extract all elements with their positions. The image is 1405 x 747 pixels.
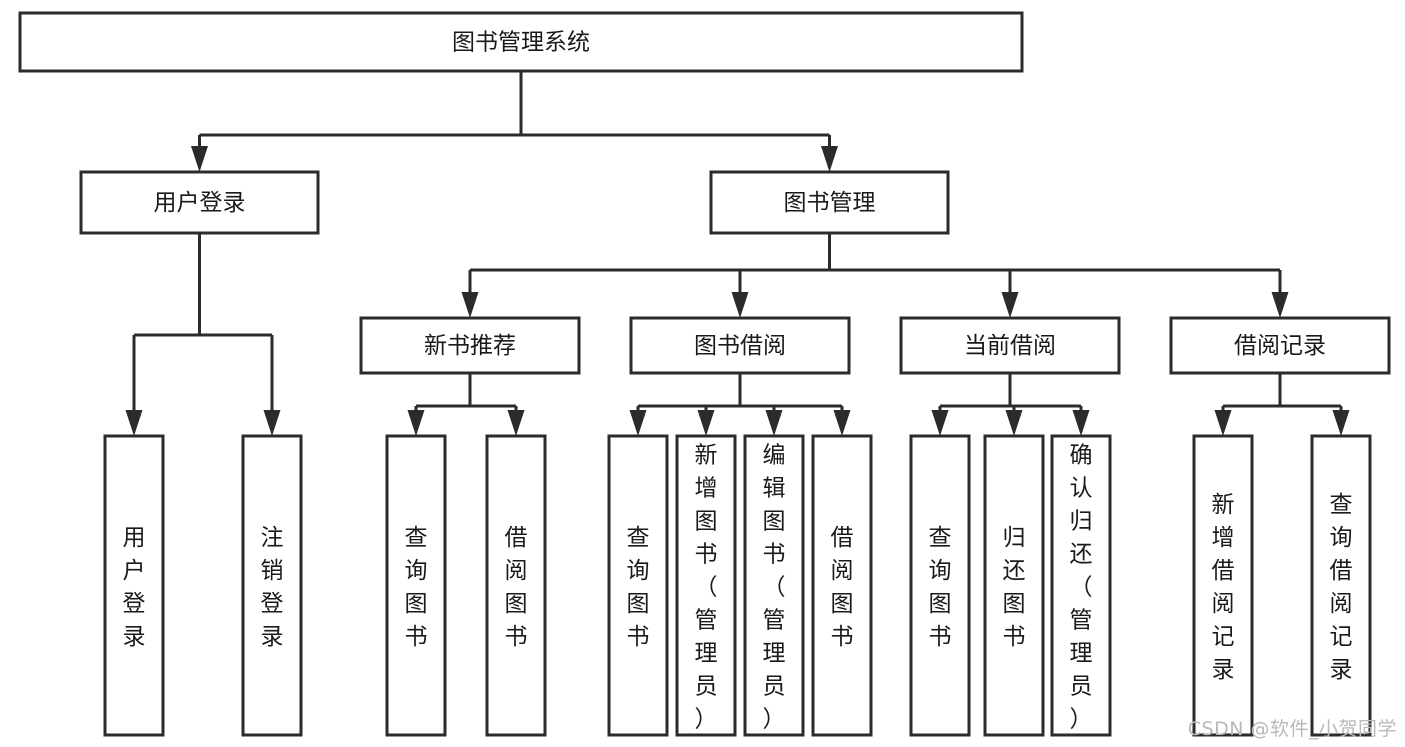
node-label-leaf-query-book-borrow: 查询图书 xyxy=(627,525,650,650)
node-label-leaf-user-logout: 注销登录 xyxy=(261,525,284,650)
connector-branch-book-borrow-0-arrowhead xyxy=(629,410,647,436)
node-box-leaf-query-borrow-record xyxy=(1310,434,1372,737)
node-label-leaf-borrow-book: 借阅图书 xyxy=(831,525,854,650)
node-box-leaf-user-login xyxy=(103,434,165,737)
node-leaf-query-book-borrow[interactable]: 查询图书 xyxy=(607,434,669,737)
node-label-root: 图书管理系统 xyxy=(452,30,590,56)
node-leaf-query-borrow-record[interactable]: 查询借阅记录 xyxy=(1310,434,1372,737)
connector-branch-book-manage-3-arrowhead xyxy=(1271,292,1289,318)
node-leaf-return-book[interactable]: 归还图书 xyxy=(983,434,1045,737)
node-label-new-book-recommend: 新书推荐 xyxy=(424,333,516,359)
node-label-book-manage: 图书管理 xyxy=(784,190,876,216)
node-box-leaf-borrow-book-rec xyxy=(485,434,547,737)
node-box-leaf-user-logout xyxy=(241,434,303,737)
node-new-book-recommend[interactable]: 新书推荐 xyxy=(359,316,581,375)
connector-branch-current-borrow-2-arrowhead xyxy=(1072,410,1090,436)
node-box-leaf-confirm-return-admin xyxy=(1050,434,1112,737)
node-current-borrow[interactable]: 当前借阅 xyxy=(899,316,1121,375)
node-leaf-borrow-book-rec[interactable]: 借阅图书 xyxy=(485,434,547,737)
node-label-leaf-borrow-book-rec: 借阅图书 xyxy=(505,525,528,650)
csdn-watermark: CSDN @软件_小贺同学 xyxy=(1187,718,1397,740)
node-label-book-borrow: 图书借阅 xyxy=(694,333,786,359)
connector-branch-current-borrow-1-arrowhead xyxy=(1005,410,1023,436)
connector-branch-new-book-recommend-0-arrowhead xyxy=(407,410,425,436)
connector-branch-book-borrow-1-arrowhead xyxy=(697,410,715,436)
node-label-leaf-query-book-current: 查询图书 xyxy=(929,525,952,650)
node-user-login[interactable]: 用户登录 xyxy=(79,170,320,235)
node-label-borrow-record: 借阅记录 xyxy=(1234,333,1326,359)
node-leaf-user-logout[interactable]: 注销登录 xyxy=(241,434,303,737)
node-box-leaf-query-book-rec xyxy=(385,434,447,737)
node-leaf-query-book-current[interactable]: 查询图书 xyxy=(909,434,971,737)
node-borrow-record[interactable]: 借阅记录 xyxy=(1169,316,1391,375)
node-box-new-book-recommend xyxy=(359,316,581,375)
connector-branch-user-login-0-arrowhead xyxy=(125,410,143,436)
node-box-user-login xyxy=(79,170,320,235)
node-box-borrow-record xyxy=(1169,316,1391,375)
node-book-borrow[interactable]: 图书借阅 xyxy=(629,316,851,375)
node-label-leaf-add-borrow-record: 新增借阅记录 xyxy=(1212,492,1235,683)
connector-branch-book-manage-1-arrowhead xyxy=(731,292,749,318)
node-leaf-add-borrow-record[interactable]: 新增借阅记录 xyxy=(1192,434,1254,737)
connector-branch-book-borrow-3-arrowhead xyxy=(833,410,851,436)
node-box-leaf-borrow-book xyxy=(811,434,873,737)
connector-branch-user-login-1-arrowhead xyxy=(263,410,281,436)
connector-branch-root-0-arrowhead xyxy=(191,146,208,172)
node-leaf-confirm-return-admin[interactable]: 确认归还（管理员） xyxy=(1050,434,1112,737)
node-box-leaf-return-book xyxy=(983,434,1045,737)
node-label-current-borrow: 当前借阅 xyxy=(964,333,1056,359)
node-box-leaf-query-book-current xyxy=(909,434,971,737)
node-label-leaf-query-book-rec: 查询图书 xyxy=(405,525,428,650)
node-leaf-edit-book-admin[interactable]: 编辑图书（管理员） xyxy=(743,434,805,737)
node-box-leaf-add-book-admin xyxy=(675,434,737,737)
connector-branch-root-1-arrowhead xyxy=(821,146,838,172)
node-root[interactable]: 图书管理系统 xyxy=(18,11,1024,73)
connectors-layer xyxy=(125,71,1350,436)
node-book-manage[interactable]: 图书管理 xyxy=(709,170,950,235)
node-box-leaf-edit-book-admin xyxy=(743,434,805,737)
connector-branch-book-manage-0-arrowhead xyxy=(461,292,479,318)
node-box-leaf-add-borrow-record xyxy=(1192,434,1254,737)
node-box-book-manage xyxy=(709,170,950,235)
node-label-leaf-add-book-admin: 新增图书（管理员） xyxy=(695,443,718,733)
node-label-leaf-query-borrow-record: 查询借阅记录 xyxy=(1330,492,1353,683)
node-leaf-user-login[interactable]: 用户登录 xyxy=(103,434,165,737)
node-box-leaf-query-book-borrow xyxy=(607,434,669,737)
node-leaf-query-book-rec[interactable]: 查询图书 xyxy=(385,434,447,737)
connector-branch-current-borrow-0-arrowhead xyxy=(931,410,949,436)
node-label-leaf-confirm-return-admin: 确认归还（管理员） xyxy=(1070,443,1093,733)
node-leaf-borrow-book[interactable]: 借阅图书 xyxy=(811,434,873,737)
node-label-leaf-user-login: 用户登录 xyxy=(123,525,146,650)
node-box-current-borrow xyxy=(899,316,1121,375)
connector-branch-borrow-record-0-arrowhead xyxy=(1214,410,1232,436)
connector-branch-borrow-record-1-arrowhead xyxy=(1332,410,1350,436)
connector-branch-book-manage-2-arrowhead xyxy=(1001,292,1019,318)
connector-branch-new-book-recommend-1-arrowhead xyxy=(507,410,525,436)
node-label-leaf-edit-book-admin: 编辑图书（管理员） xyxy=(763,443,786,733)
connector-branch-book-borrow-2-arrowhead xyxy=(765,410,783,436)
node-label-user-login: 用户登录 xyxy=(154,190,246,216)
node-box-book-borrow xyxy=(629,316,851,375)
node-box-root xyxy=(18,11,1024,73)
node-boxes-layer: 图书管理系统用户登录图书管理新书推荐图书借阅当前借阅借阅记录用户登录注销登录查询… xyxy=(18,11,1391,737)
node-label-leaf-return-book: 归还图书 xyxy=(1003,525,1026,650)
node-leaf-add-book-admin[interactable]: 新增图书（管理员） xyxy=(675,434,737,737)
